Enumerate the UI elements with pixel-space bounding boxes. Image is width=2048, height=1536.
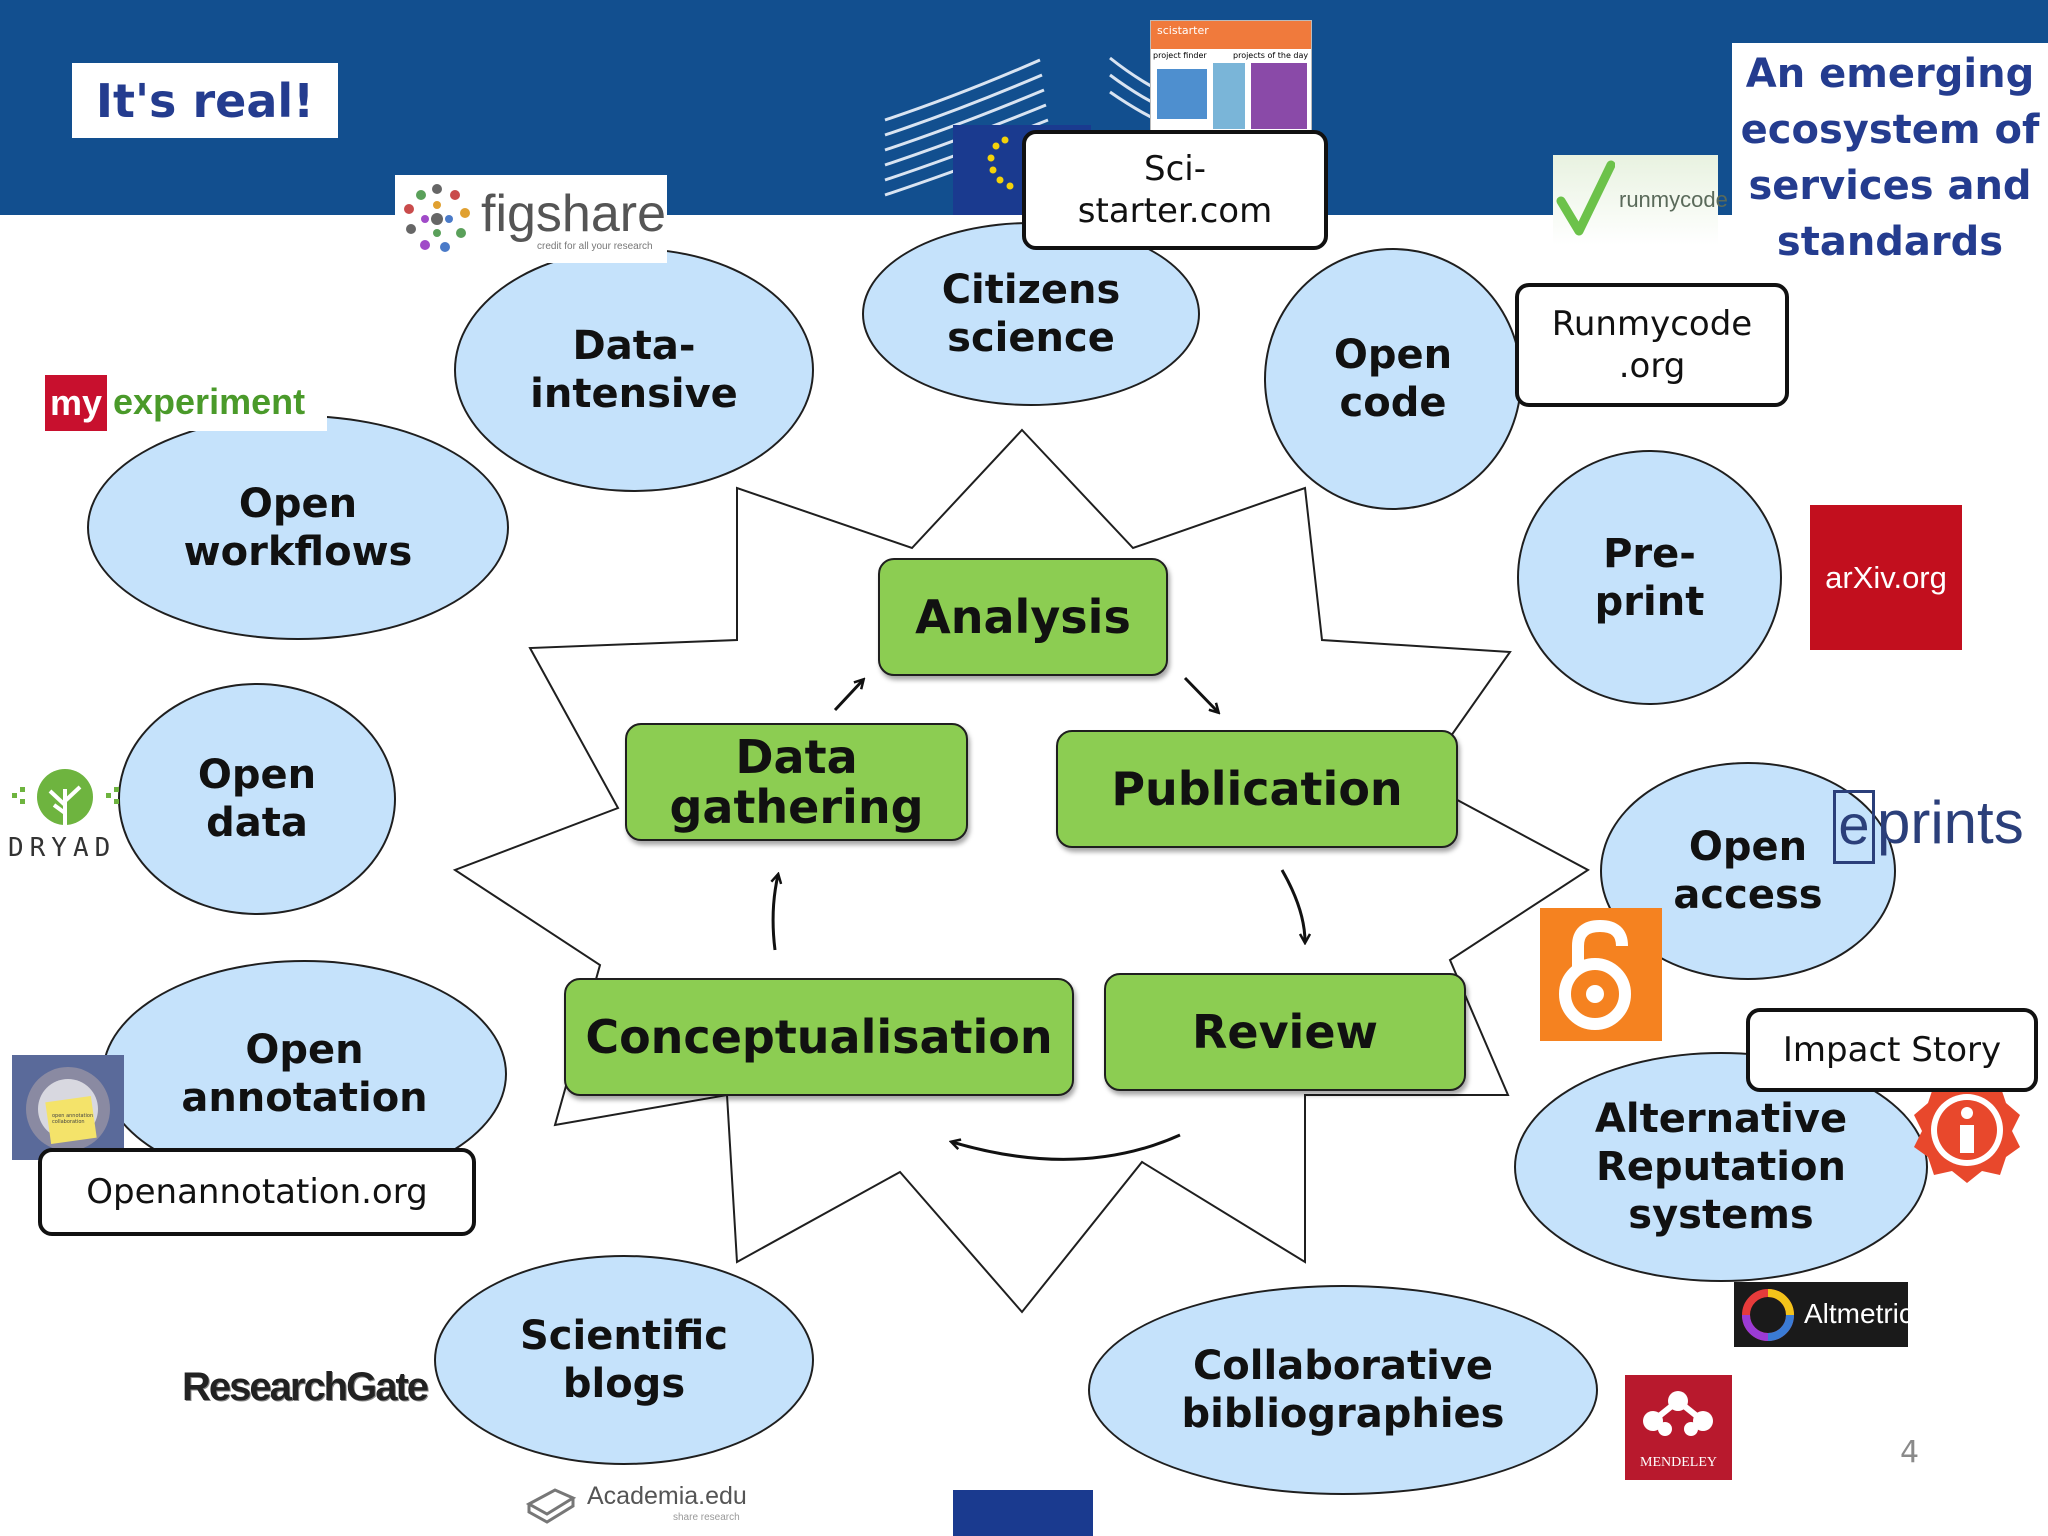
researchgate-wordmark: ResearchGate — [182, 1365, 429, 1409]
scistarter-tab: projects of the day — [1233, 51, 1309, 60]
checkmark-icon — [1556, 160, 1615, 236]
ellipse-citizens-science: Citizens science — [862, 222, 1200, 406]
scistarter-bee-image — [1251, 63, 1307, 129]
note-text: open annotation collaboration — [52, 1113, 94, 1125]
box-conceptualisation: Conceptualisation — [564, 978, 1074, 1096]
ellipse-open-workflows: Open workflows — [87, 415, 509, 640]
eprints-wordmark: prints — [1877, 789, 2024, 856]
arrow-gathering-to-analysis — [833, 680, 863, 712]
info-badge-icon — [1914, 1077, 2020, 1183]
arrow-analysis-to-publication — [1183, 676, 1218, 712]
runmycode-logo: runmycode — [1553, 155, 1728, 245]
ellipse-open-code: Open code — [1264, 248, 1522, 510]
ellipse-label: Open data — [197, 752, 317, 846]
box-label: Publication — [1111, 762, 1403, 816]
ellipse-open-data: Open data — [118, 683, 396, 915]
scistarter-tab: project finder — [1153, 51, 1207, 60]
ellipse-collaborative-bibliographies: Collaborative bibliographies — [1088, 1285, 1598, 1495]
callout-openannotation: Openannotation.org — [38, 1148, 476, 1236]
figshare-logo: figshare credit for all your research — [395, 175, 667, 263]
myexperiment-wordmark: experiment — [113, 381, 306, 422]
eprints-e-mark: e — [1833, 790, 1875, 864]
mendeley-wordmark: MENDELEY — [1640, 1455, 1717, 1470]
ellipse-label: Citizens science — [941, 267, 1121, 361]
dryad-logo: DRYAD — [6, 765, 124, 865]
scistarter-screenshot: scistarter project finder projects of th… — [1150, 20, 1312, 134]
box-label: Data gathering — [669, 730, 924, 834]
scistarter-panel — [1157, 69, 1207, 119]
ellipse-label: Open workflows — [183, 480, 413, 575]
altmetric-donut-icon — [1742, 1289, 1794, 1341]
researchgate-logo: ResearchGate — [182, 1365, 429, 1415]
box-publication: Publication — [1056, 730, 1458, 848]
arrow-review-to-conceptualisation — [952, 1133, 1181, 1161]
eprints-logo: e prints — [1833, 789, 2024, 870]
academia-tagline: share research — [673, 1512, 740, 1523]
box-label: Conceptualisation — [585, 1010, 1053, 1064]
ellipse-label: Collaborative bibliographies — [1181, 1343, 1505, 1437]
eu-flag-footer — [953, 1490, 1093, 1536]
mendeley-molecule-icon — [1643, 1391, 1713, 1436]
figshare-tagline: credit for all your research — [537, 241, 653, 252]
box-review: Review — [1104, 973, 1466, 1091]
callout-text: Openannotation.org — [86, 1172, 428, 1212]
scistarter-header: scistarter — [1151, 21, 1311, 49]
slide-title: It's real! — [72, 63, 338, 138]
altmetric-wordmark: Altmetric — [1804, 1298, 1913, 1329]
arrow-publication-to-review — [1280, 869, 1305, 942]
ellipse-label: Scientific blogs — [519, 1313, 729, 1407]
academia-wordmark: Academia.edu — [587, 1482, 747, 1510]
callout-text: Impact Story — [1782, 1030, 2002, 1070]
figshare-wordmark: figshare — [481, 185, 666, 243]
box-label: Review — [1191, 1005, 1379, 1059]
ellipse-label: Open access — [1673, 824, 1823, 918]
open-access-logo — [1540, 908, 1662, 1041]
annotation-ring-icon — [26, 1067, 110, 1151]
ellipse-label: Pre-print — [1594, 530, 1705, 625]
arrow-conceptualisation-to-gathering — [773, 875, 778, 951]
ellipse-open-access: Open access — [1600, 762, 1896, 980]
book-icon — [525, 1488, 577, 1524]
academia-logo: Academia.edu share research — [525, 1480, 765, 1528]
myexperiment-badge: my — [45, 375, 107, 431]
arxiv-wordmark: arXiv.org — [1825, 559, 1947, 595]
figshare-dots-icon — [404, 184, 470, 252]
ellipse-label: Alternative Reputation systems — [1594, 1096, 1848, 1238]
box-label: Analysis — [915, 590, 1131, 644]
box-analysis: Analysis — [878, 558, 1168, 676]
ellipse-label: Open code — [1333, 332, 1453, 426]
myexperiment-logo: my experiment — [45, 375, 327, 431]
scistarter-robot-image — [1213, 63, 1245, 129]
tree-icon — [12, 769, 119, 827]
impact-story-badge — [1912, 1075, 2022, 1185]
callout-impact-story: Impact Story — [1746, 1008, 2038, 1092]
box-data-gathering: Data gathering — [625, 723, 968, 841]
callout-runmycode: Runmycode .org — [1515, 283, 1789, 407]
ellipse-scientific-blogs: Scientific blogs — [434, 1255, 814, 1465]
openannotation-logo: open annotation collaboration — [12, 1055, 124, 1160]
page-number: 4 — [1900, 1435, 1920, 1470]
altmetric-logo: Altmetric — [1734, 1282, 1913, 1347]
open-lock-icon — [1559, 919, 1631, 1030]
slide-subtitle: An emerging ecosystem of services and st… — [1732, 43, 2048, 273]
ellipse-data-intensive: Data-intensive — [454, 248, 814, 492]
ellipse-pre-print: Pre-print — [1517, 450, 1782, 705]
callout-text: Runmycode .org — [1551, 304, 1753, 386]
eu-flag-stars — [987, 136, 1014, 190]
runmycode-wordmark: runmycode — [1619, 187, 1728, 212]
dryad-wordmark: DRYAD — [8, 833, 117, 863]
callout-text: Sci-starter.com — [1077, 149, 1273, 231]
ellipse-label: Open annotation — [181, 1027, 428, 1121]
callout-scistarter: Sci-starter.com — [1022, 130, 1328, 250]
mendeley-logo: MENDELEY — [1625, 1375, 1732, 1480]
arxiv-logo: arXiv.org — [1810, 505, 1962, 650]
ellipse-label: Data-intensive — [530, 323, 738, 417]
